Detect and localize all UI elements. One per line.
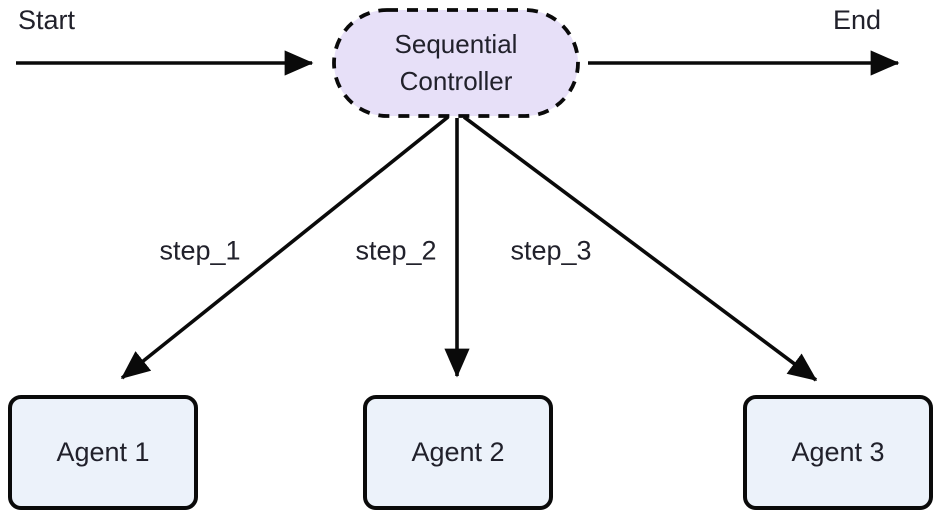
edge-label-step-2: step_2	[355, 235, 437, 266]
controller-label-line2: Controller	[399, 66, 513, 96]
controller-node-shape	[332, 8, 580, 118]
edge-label-step-3: step_3	[510, 235, 592, 266]
start-label: Start	[18, 5, 76, 35]
controller-label-line1: Sequential	[394, 29, 518, 59]
agent-2-node: Agent 2	[363, 395, 553, 510]
controller-node: Sequential Controller	[333, 9, 579, 117]
agent-3-node: Agent 3	[743, 395, 933, 510]
edge-step-3	[462, 115, 818, 382]
edge-step-1	[120, 115, 450, 380]
agent-3-label: Agent 3	[791, 437, 885, 467]
end-label: End	[833, 5, 882, 35]
edge-label-step-1: step_1	[159, 235, 241, 266]
agent-1-label: Agent 1	[56, 437, 150, 467]
agent-2-label: Agent 2	[411, 437, 505, 467]
agent-1-node: Agent 1	[8, 395, 198, 510]
